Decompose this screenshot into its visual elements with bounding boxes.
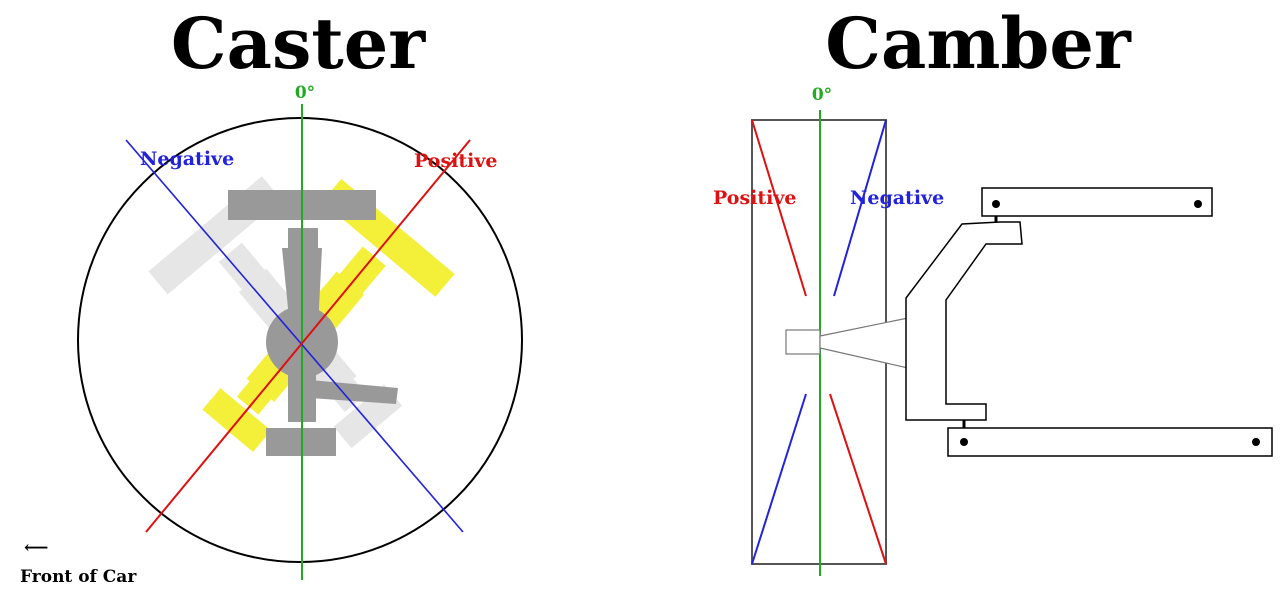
upper-control-arm (981, 187, 1213, 217)
lower-control-arm (947, 427, 1273, 457)
front-arrow-icon: ⟵ (24, 538, 48, 558)
camber-title: Camber (825, 2, 1132, 85)
camber-panel: Camber 0° Positive (713, 2, 1273, 576)
camber-positive-label: Positive (713, 187, 797, 209)
caster-positive-line (145, 139, 471, 533)
camber-negative-label: Negative (850, 187, 944, 209)
upper-arm-bolt-icon (1194, 200, 1202, 208)
caster-negative-label: Negative (140, 148, 234, 170)
camber-spindle (785, 317, 909, 369)
caster-negative-line (125, 139, 464, 533)
caster-zero-label: 0° (295, 83, 315, 103)
caster-title: Caster (171, 2, 426, 85)
steering-arm (310, 380, 398, 404)
lower-arm-bolt-icon (1252, 438, 1260, 446)
upper-arm-bolt-icon (992, 200, 1000, 208)
front-of-car-label: Front of Car (20, 567, 137, 587)
camber-negative-lines (751, 119, 887, 565)
lower-arm-bolt-icon (960, 438, 968, 446)
caster-positive-label: Positive (414, 150, 498, 172)
caster-panel: Caster (20, 2, 523, 587)
camber-knuckle (905, 221, 1023, 421)
camber-zero-label: 0° (812, 85, 832, 105)
camber-positive-lines (751, 119, 887, 565)
caster-wheel-circle (77, 117, 523, 563)
